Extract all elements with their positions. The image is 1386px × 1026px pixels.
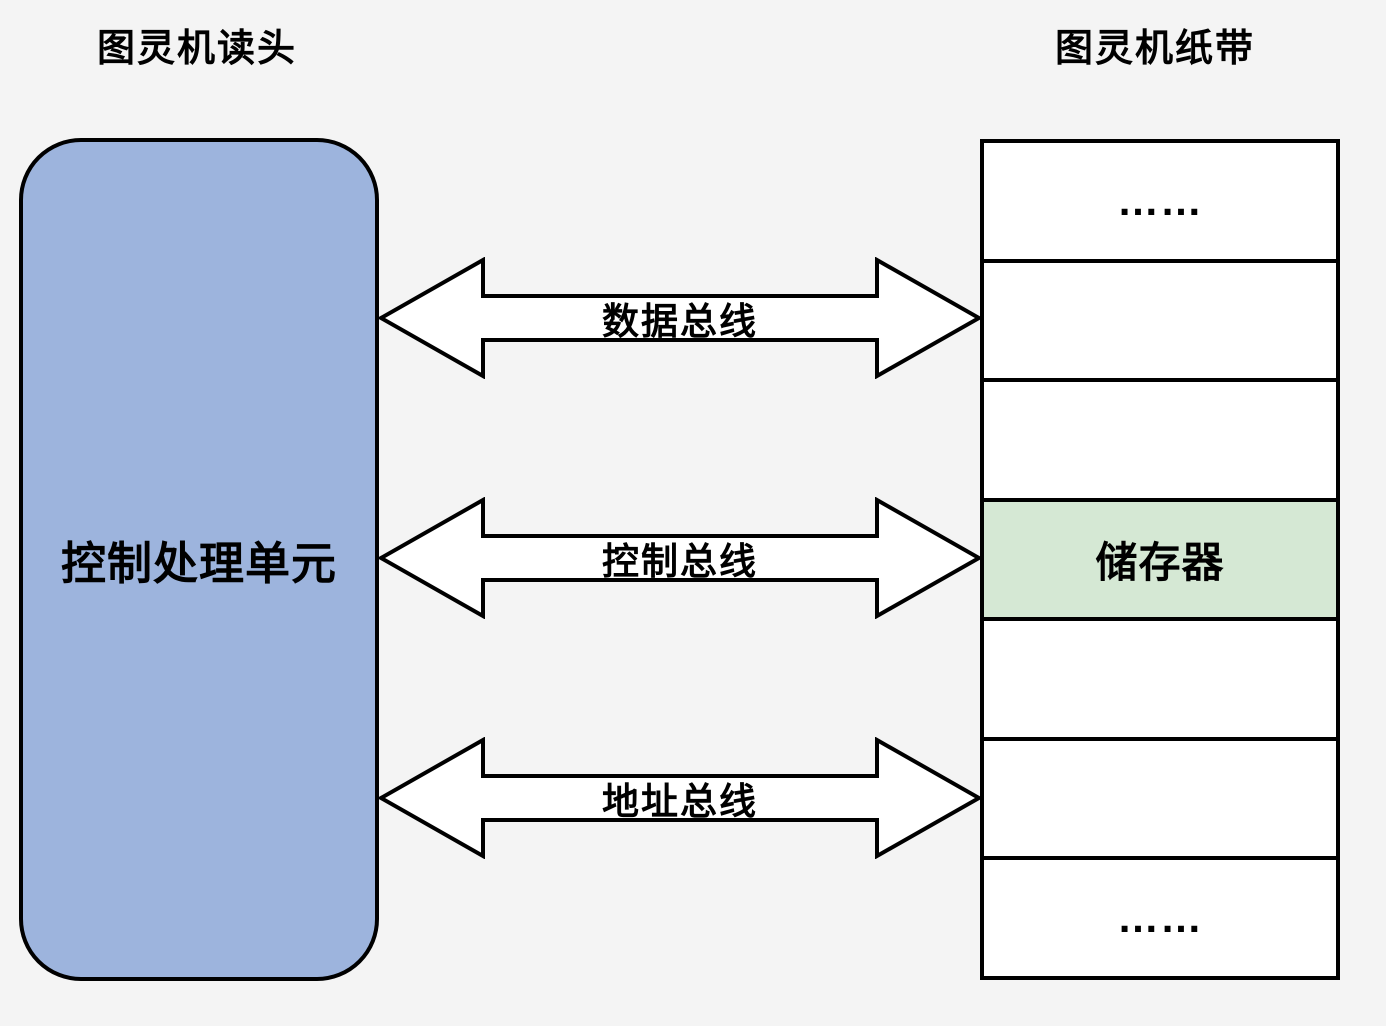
tape-cell: …… bbox=[984, 143, 1336, 263]
tape-cell bbox=[984, 740, 1336, 861]
double-arrow-icon bbox=[379, 257, 981, 379]
tape: …… 储存器 …… bbox=[980, 139, 1340, 980]
address-bus-label: 地址总线 bbox=[602, 781, 758, 822]
address-bus-arrow: 地址总线 bbox=[379, 737, 981, 859]
tape-cell: …… bbox=[984, 860, 1336, 977]
control-bus-label: 控制总线 bbox=[602, 541, 758, 582]
data-bus-arrow: 数据总线 bbox=[379, 257, 981, 379]
tape-cell bbox=[984, 621, 1336, 741]
tape-cell bbox=[984, 382, 1336, 502]
cpu-label: 控制处理单元 bbox=[60, 538, 337, 589]
data-bus-label: 数据总线 bbox=[602, 301, 758, 342]
double-arrow-icon bbox=[379, 737, 981, 859]
double-arrow-icon bbox=[379, 497, 981, 619]
control-bus-arrow: 控制总线 bbox=[379, 497, 981, 619]
memory-cell: 储存器 bbox=[984, 501, 1336, 622]
turing-head-title: 图灵机读头 bbox=[96, 28, 297, 70]
tape-cell bbox=[984, 262, 1336, 383]
cpu-box: 控制处理单元 bbox=[19, 138, 379, 981]
turing-tape-title: 图灵机纸带 bbox=[1054, 28, 1255, 70]
